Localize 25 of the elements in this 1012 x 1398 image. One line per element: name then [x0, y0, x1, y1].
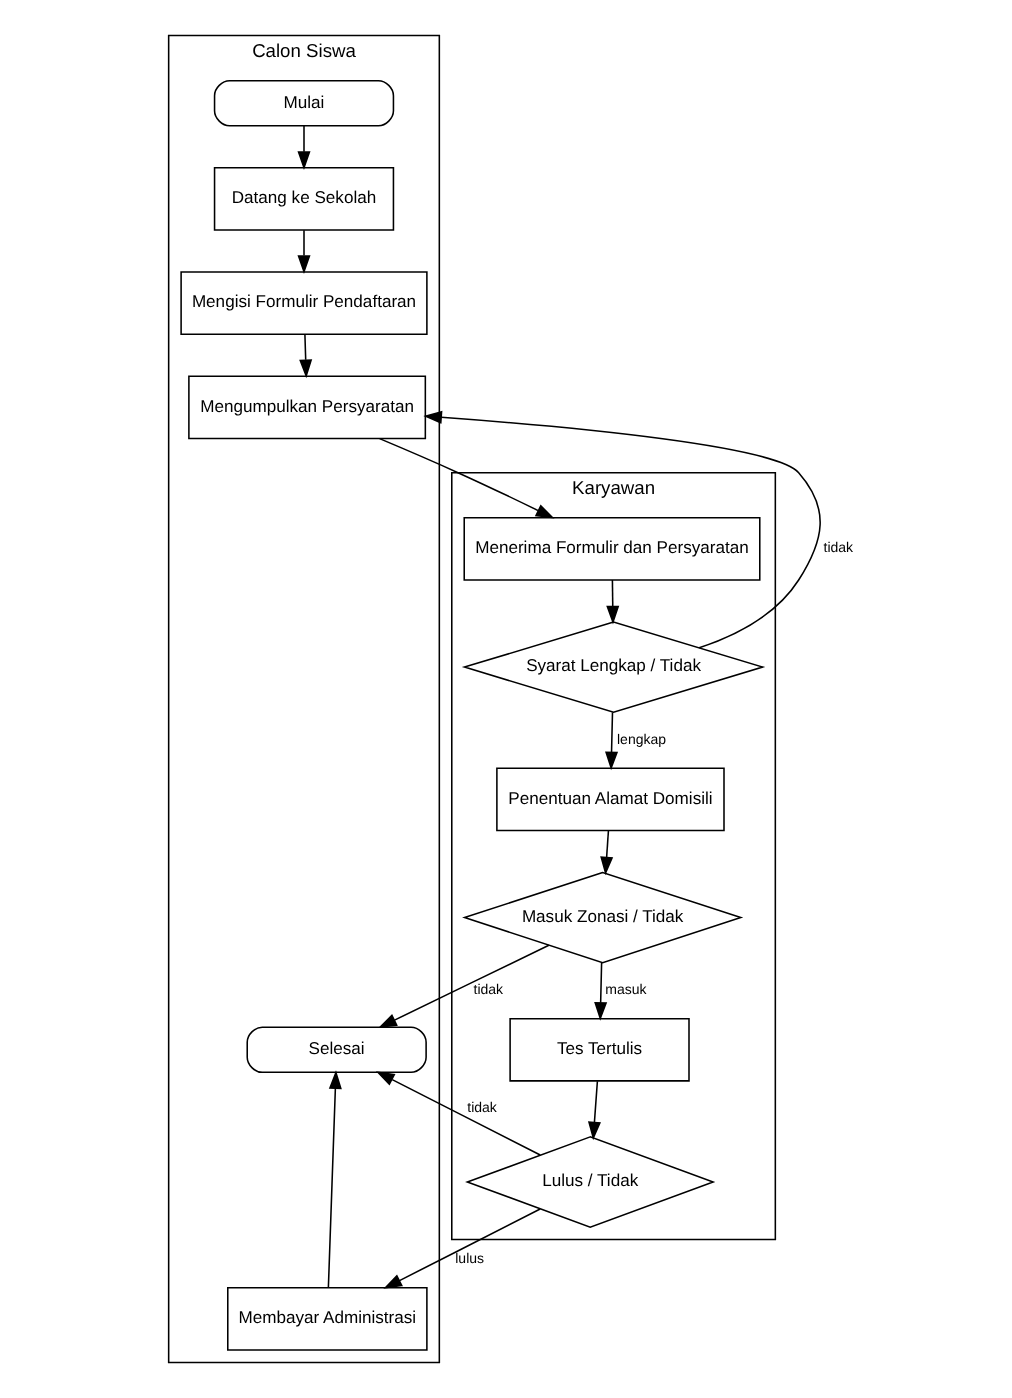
- node-box: Penentuan Alamat Domisili: [495, 767, 724, 832]
- arrow: [298, 333, 312, 379]
- arrow: [374, 1071, 540, 1156]
- node-box: Mengisi Formulir Pendaftaran: [179, 271, 427, 335]
- node-diamond: Syarat Lengkap / Tidak: [460, 621, 765, 714]
- arrow: [296, 125, 310, 170]
- node-diamond: Masuk Zonasi / Tidak: [461, 871, 743, 964]
- arrow: [604, 711, 618, 771]
- node-box: Menerima Formulir dan Persyaratan: [462, 517, 760, 581]
- arrow: [377, 437, 554, 519]
- node-box: Tes Tertulis: [508, 1017, 689, 1082]
- arrow: [599, 829, 613, 876]
- arrow: [605, 579, 619, 625]
- arrow: [377, 944, 549, 1029]
- arrow: [296, 229, 310, 274]
- node-box: Mengumpulkan Persyaratan: [187, 375, 426, 440]
- arrow: [326, 1070, 341, 1289]
- arrow: [586, 1080, 600, 1141]
- node-box: Selesai: [245, 1026, 426, 1074]
- node-box: Membayar Administrasi: [226, 1287, 427, 1351]
- node-box: Mulai: [212, 79, 394, 127]
- arrow: [593, 962, 607, 1021]
- arrow: [422, 410, 820, 649]
- node-diamond: Lulus / Tidak: [464, 1136, 715, 1228]
- node-box: Datang ke Sekolah: [212, 167, 394, 231]
